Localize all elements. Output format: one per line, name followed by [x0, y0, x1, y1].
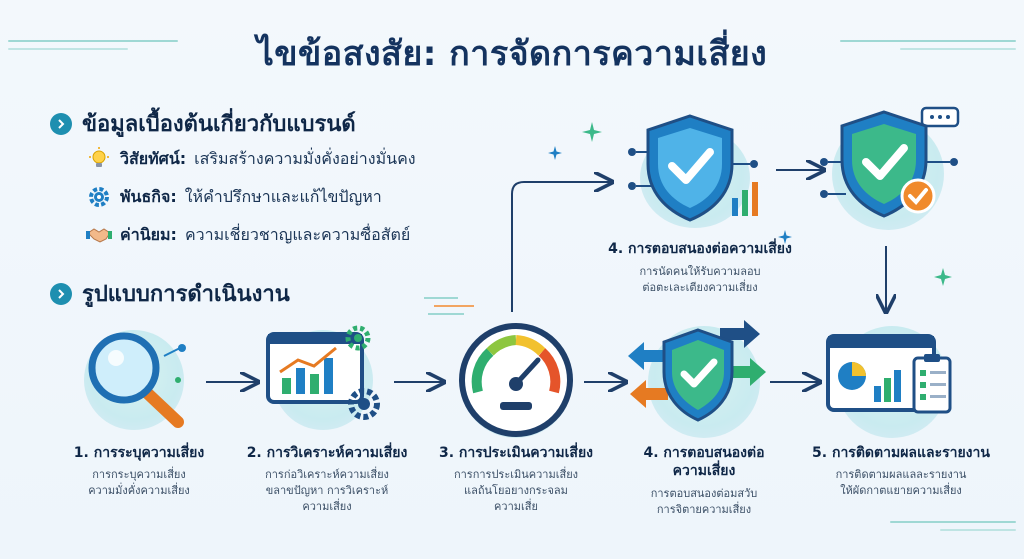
chevron-right-icon [50, 112, 72, 135]
handshake-icon [86, 222, 112, 248]
step1-desc-line2: ความมั่งคั่งความเสี่ยง [88, 484, 190, 497]
chevron-right-icon [50, 282, 72, 305]
step3-desc-line2: แลถ้นโยอยางกระจลม [464, 484, 568, 497]
step3-title: 3. การประเมินความเสี่ยง [439, 445, 593, 461]
step2-title: 2. การวิเคราะห์ความเสี่ยง [246, 445, 408, 461]
shield-badge-icon [820, 106, 960, 218]
page-title: ไขข้อสงสัย: การจัดการความเสี่ยง [256, 34, 768, 74]
step4-desc-line1: การตอบสนองต่อมสวับ [650, 487, 758, 500]
upper-step-desc-line1: การนัดคนให้รับความลอบ [639, 265, 761, 278]
sparkle-icon [582, 122, 602, 142]
step2-desc-line1: การก่อวิเคราะห์ความเสี่ยง [265, 468, 389, 481]
motion-lines [424, 297, 474, 315]
decor-line [890, 521, 1016, 523]
brand-heading-text: ข้อมูลเบื้องต้นเกี่ยวกับแบรนด์ [82, 112, 356, 137]
mission-row: พันธกิจ: ให้คำปรึกษาและแก้ไขปัญหา [86, 184, 382, 210]
step2-desc-line2: ขลาขปัญหา การวิเคราะห์ [265, 484, 389, 497]
shield-arrows-icon [628, 320, 766, 422]
step4-title-line2: ความเสี่ยง [672, 463, 736, 479]
vision-text: เสริมสร้างความมั่งคั่งอย่างมั่นคง [194, 148, 416, 168]
decor-line [840, 40, 1016, 42]
values-text: ความเชี่ยวชาญและความซื่อสัตย์ [184, 224, 411, 244]
analysis-chart-icon [266, 325, 380, 420]
report-icon [826, 334, 952, 414]
magnifier-icon [88, 332, 186, 428]
step4-title-line1: 4. การตอบสนองต่อ [643, 445, 765, 461]
vision-row: วิสัยทัศน์: เสริมสร้างความมั่งคั่งอย่างม… [86, 146, 416, 172]
sparkle-icon [548, 146, 562, 160]
decor-line [8, 48, 128, 50]
process-heading-text: รูปแบบการดำเนินงาน [82, 282, 290, 307]
mission-label: พันธกิจ: [120, 186, 177, 206]
step4-desc-line2: การจิตายความเสี่ยง [656, 503, 752, 516]
mission-text: ให้คำปรึกษาและแก้ไขปัญหา [184, 186, 382, 206]
step1-title: 1. การระบุความเสี่ยง [73, 445, 205, 461]
step5-desc-line1: การติดตามผลแลละรายงาน [835, 468, 967, 481]
upper-step-title: 4. การตอบสนองต่อความเสี่ยง [608, 241, 792, 257]
decor-line [900, 48, 1016, 50]
vision-label: วิสัยทัศน์: [120, 148, 187, 168]
process-section-heading: รูปแบบการดำเนินงาน [50, 276, 290, 311]
shield-check-icon [628, 114, 758, 222]
gear-icon [86, 184, 112, 210]
step1-desc-line1: การกระบุความเสี่ยง [92, 468, 186, 481]
step3-desc-line1: การการประเมินความเสี่ยง [453, 468, 579, 481]
values-row: ค่านิยม: ความเชี่ยวชาญและความซื่อสัตย์ [86, 222, 410, 248]
step5-title: 5. การติดตามผลและรายงาน [812, 445, 990, 461]
sparkle-icon [778, 230, 792, 244]
decor-line [8, 40, 178, 42]
brand-section-heading: ข้อมูลเบื้องต้นเกี่ยวกับแบรนด์ [50, 106, 356, 141]
step3-desc-line3: ความเสี่ย [494, 500, 538, 513]
upper-step-desc-line2: ต่อตะเละเตียงความเสี่ยง [642, 281, 758, 294]
step5-desc-line2: ให้ผัดกาตแยายความเสี่ยง [840, 484, 962, 497]
lightbulb-icon [86, 146, 112, 172]
step2-desc-line3: ความเสี่ยง [302, 500, 352, 513]
values-label: ค่านิยม: [120, 224, 177, 244]
gauge-icon [459, 323, 573, 437]
sparkle-icon [934, 268, 952, 286]
decor-line [940, 529, 1016, 531]
